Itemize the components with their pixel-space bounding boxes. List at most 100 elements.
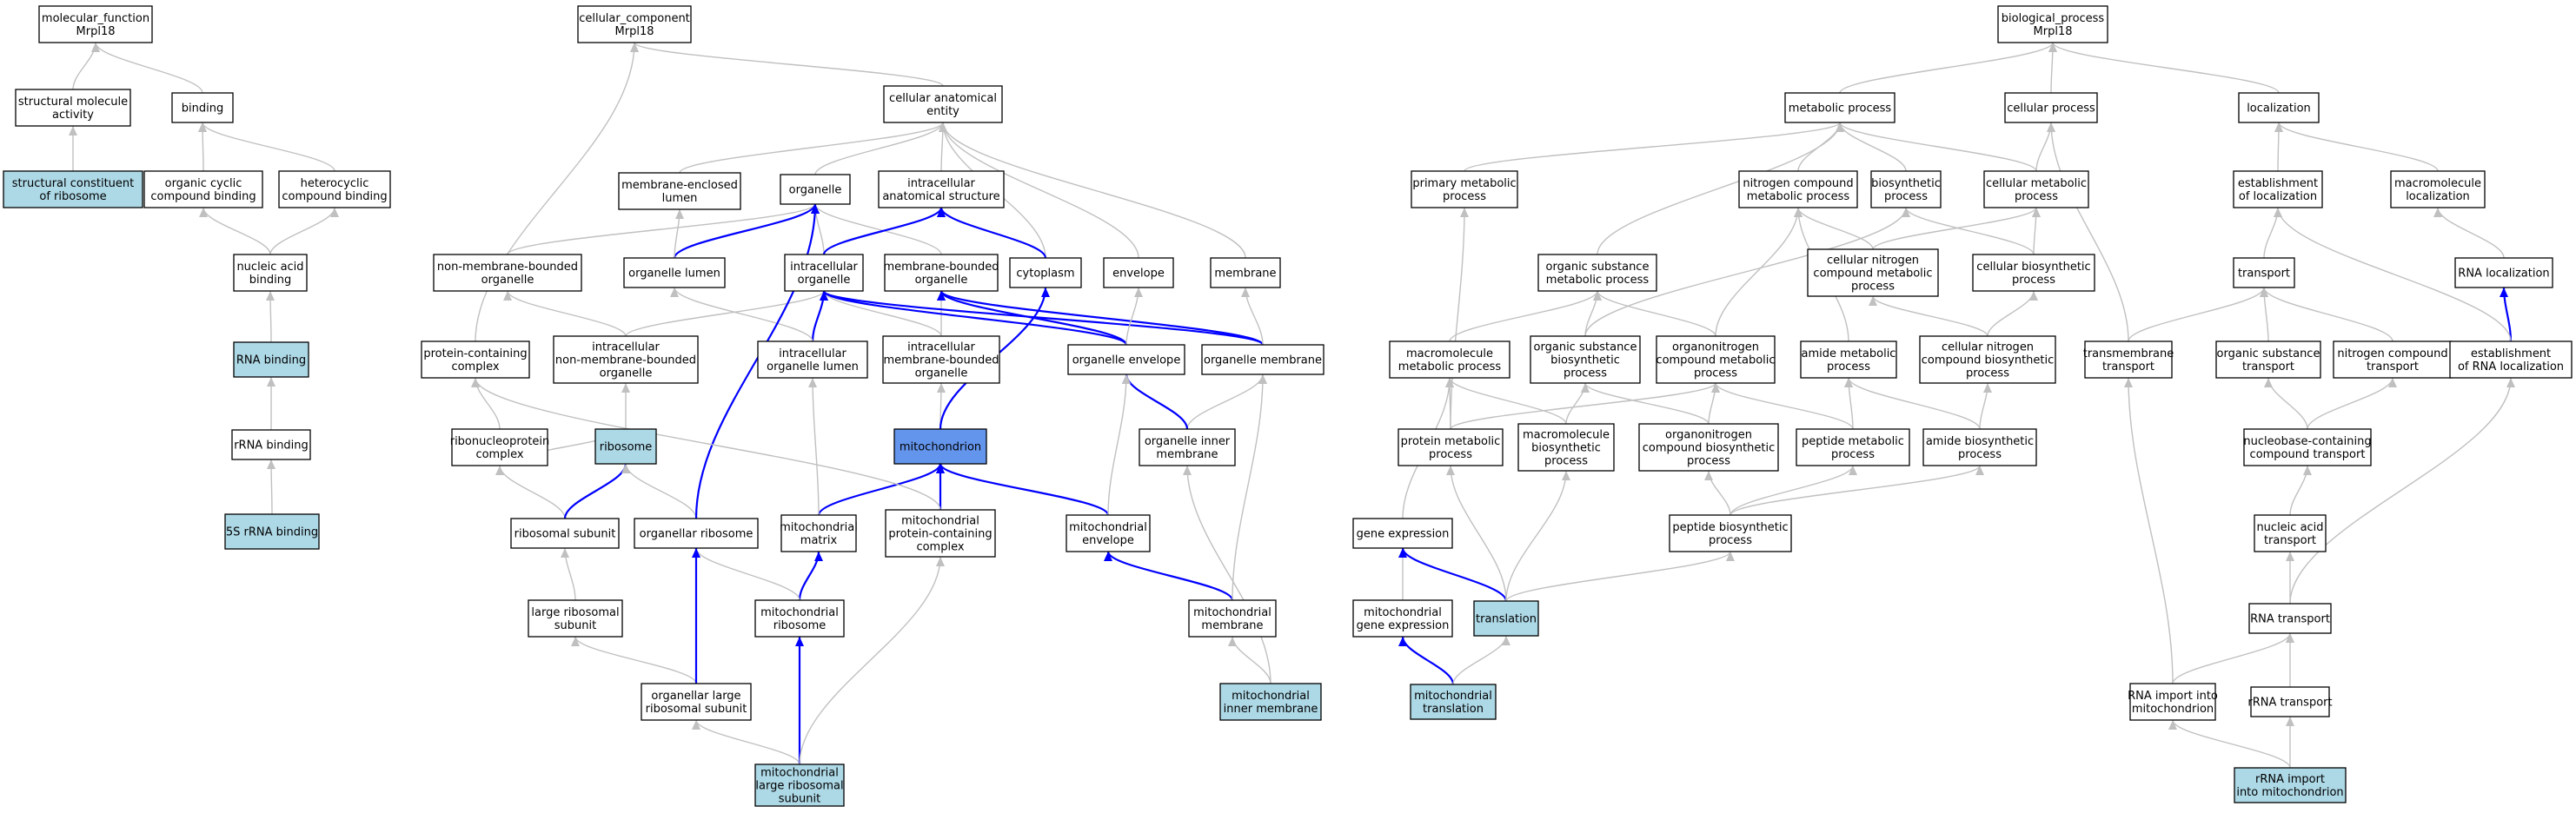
go-term-label: protein metabolic bbox=[1401, 435, 1501, 448]
go-term-node-rsub[interactable]: ribosomal subunit bbox=[510, 518, 620, 549]
edge-mmat-to-iol bbox=[808, 377, 820, 516]
go-term-node-orgl[interactable]: organelle lumen bbox=[623, 257, 726, 288]
go-term-node-transp[interactable]: transport bbox=[2233, 257, 2295, 288]
edge-occb-to-binding bbox=[198, 122, 208, 172]
go-term-box bbox=[1410, 684, 1497, 720]
edge-oribo-to-ribo bbox=[621, 463, 697, 519]
go-term-node-inmbo[interactable]: intracellularnon-membrane-boundedorganel… bbox=[553, 335, 699, 384]
go-term-node-binding[interactable]: binding bbox=[171, 92, 234, 123]
go-term-label: organonitrogen bbox=[1665, 429, 1752, 442]
edge-oenv-to-env bbox=[1125, 287, 1143, 346]
go-term-box bbox=[1201, 344, 1325, 375]
go-term-box bbox=[143, 170, 263, 208]
go-term-node-oenv[interactable]: organelle envelope bbox=[1067, 344, 1185, 375]
edge-nmbo-to-org bbox=[507, 203, 820, 255]
go-term-node-rnaloc[interactable]: RNA localization bbox=[2454, 257, 2553, 288]
go-term-node-transl[interactable]: translation bbox=[1473, 600, 1539, 637]
go-term-label: primary metabolic bbox=[1412, 177, 1516, 190]
go-term-node-org[interactable]: organelle bbox=[780, 174, 851, 205]
go-term-node-r5s[interactable]: 5S rRNA binding bbox=[224, 513, 320, 550]
go-term-node-gexp[interactable]: gene expression bbox=[1352, 518, 1453, 549]
go-term-node-oribo[interactable]: organellar ribosome bbox=[634, 518, 759, 549]
go-term-node-metp[interactable]: metabolic process bbox=[1784, 92, 1895, 123]
go-term-box bbox=[754, 763, 845, 807]
go-term-label: process bbox=[2012, 274, 2055, 287]
go-term-node-rrnat[interactable]: rRNA transport bbox=[2247, 686, 2333, 717]
go-term-node-rnab[interactable]: RNA binding bbox=[233, 341, 309, 378]
go-term-node-rnat[interactable]: RNA transport bbox=[2248, 603, 2332, 634]
go-term-node-ribo[interactable]: ribosome bbox=[594, 428, 657, 465]
go-term-node-loc[interactable]: localization bbox=[2238, 92, 2320, 123]
edge-mmem-to-menv bbox=[1104, 551, 1234, 601]
go-term-node-cellp[interactable]: cellular process bbox=[2004, 92, 2098, 123]
go-term-node-cyto[interactable]: cytoplasm bbox=[1009, 257, 1082, 288]
edge-transp-to-eol bbox=[2263, 207, 2282, 259]
go-term-label: process bbox=[1564, 367, 1607, 380]
go-term-node-rrnab[interactable]: rRNA binding bbox=[231, 429, 311, 460]
go-term-node-mem[interactable]: membrane bbox=[1210, 257, 1281, 288]
go-term-node-omem[interactable]: organelle membrane bbox=[1201, 344, 1325, 375]
go-term-node-env[interactable]: envelope bbox=[1103, 257, 1174, 288]
go-term-node-mito[interactable]: mitochondrion bbox=[893, 428, 987, 465]
